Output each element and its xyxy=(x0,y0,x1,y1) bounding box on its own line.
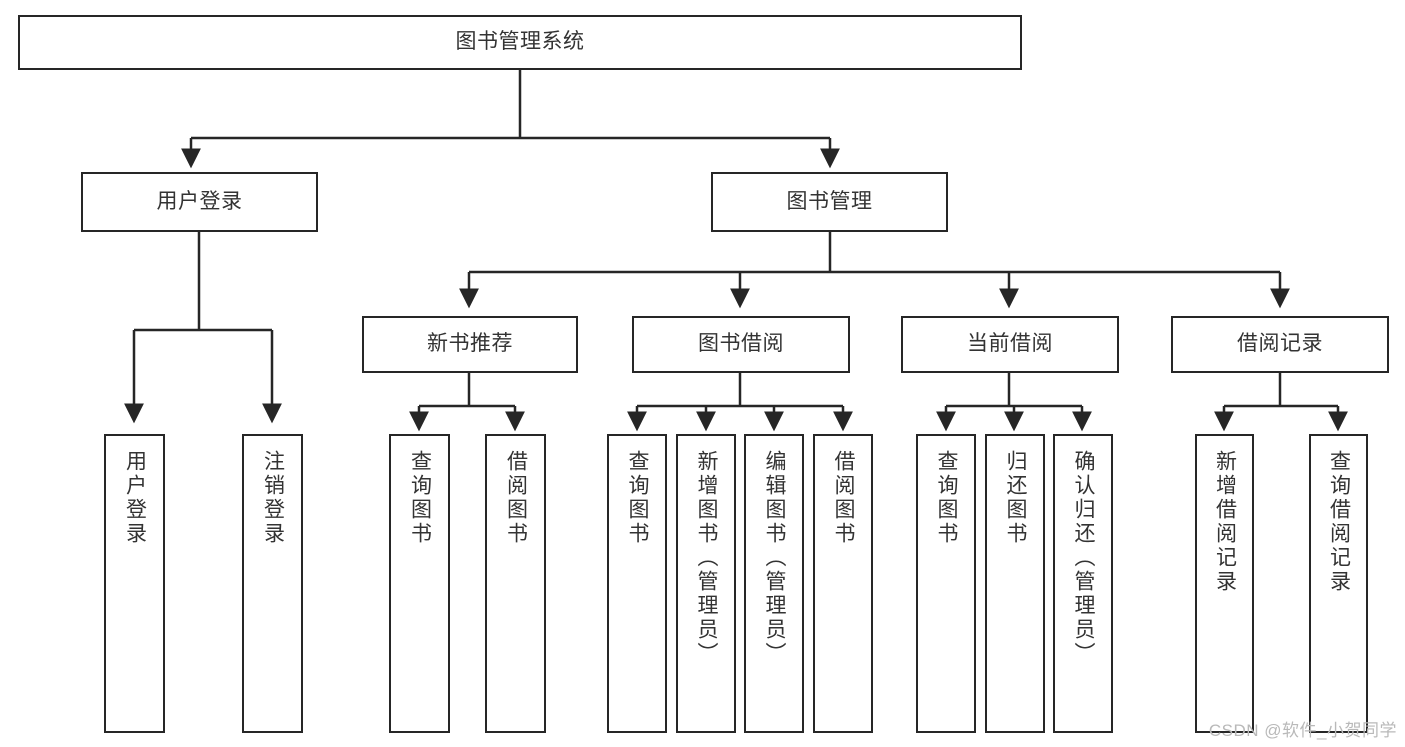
node-leaf-query-book-current-label: 查询图书 xyxy=(935,450,959,546)
node-leaf-query-borrow-record[interactable]: 查询借阅记录 xyxy=(1309,434,1368,733)
node-leaf-query-book-recommend-label: 查询图书 xyxy=(408,450,432,546)
node-leaf-borrow-book-recommend-label: 借阅图书 xyxy=(504,450,528,546)
node-leaf-user-login-label: 用户登录 xyxy=(123,450,147,546)
node-leaf-add-borrow-record[interactable]: 新增借阅记录 xyxy=(1195,434,1254,733)
node-user-login[interactable]: 用户登录 xyxy=(81,172,318,232)
node-leaf-borrow-book[interactable]: 借阅图书 xyxy=(813,434,873,733)
node-leaf-query-book-borrow[interactable]: 查询图书 xyxy=(607,434,667,733)
node-current-borrow-label: 当前借阅 xyxy=(967,332,1053,356)
node-root-system[interactable]: 图书管理系统 xyxy=(18,15,1022,70)
node-leaf-confirm-return-admin-label: 确认归还（管理员） xyxy=(1072,450,1096,666)
node-leaf-logout-label: 注销登录 xyxy=(261,450,285,546)
node-leaf-query-book-recommend[interactable]: 查询图书 xyxy=(389,434,450,733)
node-leaf-logout[interactable]: 注销登录 xyxy=(242,434,303,733)
node-leaf-borrow-book-recommend[interactable]: 借阅图书 xyxy=(485,434,546,733)
node-leaf-return-book-label: 归还图书 xyxy=(1004,450,1028,546)
node-borrow-record-label: 借阅记录 xyxy=(1237,332,1323,356)
node-book-management-label: 图书管理 xyxy=(786,189,873,213)
node-borrow-record[interactable]: 借阅记录 xyxy=(1171,316,1389,373)
node-leaf-add-book-admin-label: 新增图书（管理员） xyxy=(695,450,719,666)
node-leaf-add-book-admin[interactable]: 新增图书（管理员） xyxy=(676,434,736,733)
node-leaf-confirm-return-admin[interactable]: 确认归还（管理员） xyxy=(1053,434,1113,733)
node-leaf-borrow-book-label: 借阅图书 xyxy=(832,450,856,546)
node-book-borrow[interactable]: 图书借阅 xyxy=(632,316,850,373)
node-leaf-return-book[interactable]: 归还图书 xyxy=(985,434,1045,733)
node-leaf-edit-book-admin-label: 编辑图书（管理员） xyxy=(763,450,787,666)
node-user-login-label: 用户登录 xyxy=(156,189,243,213)
node-root-system-label: 图书管理系统 xyxy=(455,30,585,54)
node-leaf-query-borrow-record-label: 查询借阅记录 xyxy=(1327,450,1351,594)
node-leaf-query-book-current[interactable]: 查询图书 xyxy=(916,434,976,733)
node-new-book-recommend[interactable]: 新书推荐 xyxy=(362,316,578,373)
node-leaf-query-book-borrow-label: 查询图书 xyxy=(626,450,650,546)
node-leaf-user-login[interactable]: 用户登录 xyxy=(104,434,165,733)
node-current-borrow[interactable]: 当前借阅 xyxy=(901,316,1119,373)
node-book-borrow-label: 图书借阅 xyxy=(698,332,784,356)
watermark-text: CSDN @软件_小贺同学 xyxy=(1208,721,1397,740)
node-leaf-edit-book-admin[interactable]: 编辑图书（管理员） xyxy=(744,434,804,733)
node-leaf-add-borrow-record-label: 新增借阅记录 xyxy=(1213,450,1237,594)
node-new-book-recommend-label: 新书推荐 xyxy=(427,332,513,356)
node-book-management[interactable]: 图书管理 xyxy=(711,172,948,232)
